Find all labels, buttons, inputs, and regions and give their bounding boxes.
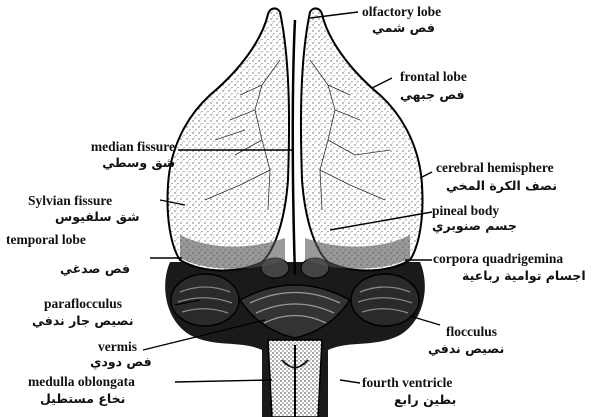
label-temporal-lobe-ar: فص صدغي — [60, 263, 130, 276]
label-paraflocculus-en: paraflocculus — [44, 297, 122, 311]
label-fourth-ventricle-en: fourth ventricle — [362, 376, 452, 390]
left-hemisphere — [168, 8, 290, 270]
label-cerebral-hemisphere-ar: نصف الكرة المخي — [446, 180, 557, 193]
label-fourth-ventricle-ar: بطين رابع — [394, 394, 456, 407]
label-corpora-quadrigemina-en: corpora quadrigemina — [433, 252, 563, 266]
label-sylvian-fissure-en: Sylvian fissure — [28, 194, 112, 208]
paraflocculus-left — [171, 274, 239, 326]
label-frontal-lobe-ar: فص جبهي — [400, 89, 465, 102]
label-median-fissure-en: median fissure — [40, 140, 175, 154]
label-olfactory-lobe-ar: فص شمي — [372, 22, 435, 35]
label-vermis-en: vermis — [98, 340, 137, 354]
median-fissure-line — [293, 20, 295, 275]
label-frontal-lobe-en: frontal lobe — [400, 70, 467, 84]
label-pineal-body-en: pineal body — [432, 204, 499, 218]
label-vermis-ar: فص دودي — [90, 356, 152, 369]
label-medulla-oblongata-ar: نخاع مستطيل — [40, 393, 125, 406]
label-sylvian-fissure-ar: شق سلفيوس — [55, 211, 140, 224]
label-cerebral-hemisphere-en: cerebral hemisphere — [436, 161, 554, 175]
label-median-fissure-ar: شق وسطي — [85, 157, 175, 170]
label-flocculus-en: flocculus — [446, 325, 497, 339]
label-paraflocculus-ar: نصيص جار ندفي — [32, 315, 134, 328]
paraflocculus-right — [351, 274, 419, 326]
label-corpora-quadrigemina-ar: اجسام توامية رباعية — [462, 270, 586, 283]
right-hemisphere — [301, 8, 423, 270]
label-olfactory-lobe-en: olfactory lobe — [362, 5, 441, 19]
label-temporal-lobe-en: temporal lobe — [6, 233, 86, 247]
label-medulla-oblongata-en: medulla oblongata — [28, 375, 135, 389]
label-pineal-body-ar: جسم صنوبري — [432, 220, 517, 233]
label-flocculus-ar: نصيص ندفي — [428, 343, 504, 356]
